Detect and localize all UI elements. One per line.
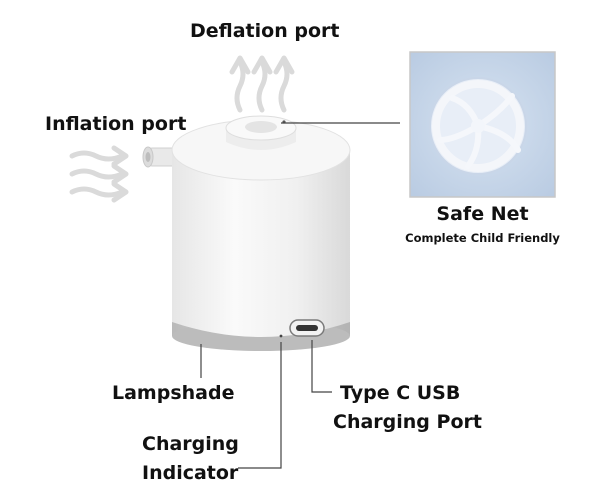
- charging-indicator-light: [279, 334, 283, 338]
- safe-net-title: Safe Net: [436, 203, 529, 225]
- pump-body: [171, 115, 351, 337]
- charging-indicator-label-line2: Indicator: [142, 462, 239, 484]
- type-c-label-line1: Type C USB: [340, 382, 461, 404]
- lampshade-label: Lampshade: [112, 382, 235, 404]
- safe-net-inset: [409, 51, 556, 198]
- inflation-nozzle: [142, 146, 179, 168]
- callout-lines: [200, 122, 400, 469]
- inflation-arrows-icon: [69, 145, 129, 203]
- deflation-arrows-icon: [229, 55, 295, 113]
- deflation-port-label: Deflation port: [190, 20, 340, 42]
- usb-c-port: [289, 319, 325, 337]
- type-c-label-line2: Charging Port: [333, 411, 482, 433]
- charging-indicator-label-line1: Charging: [142, 433, 239, 455]
- safe-net-subtitle: Complete Child Friendly: [405, 231, 560, 245]
- inflation-port-label: Inflation port: [45, 113, 187, 135]
